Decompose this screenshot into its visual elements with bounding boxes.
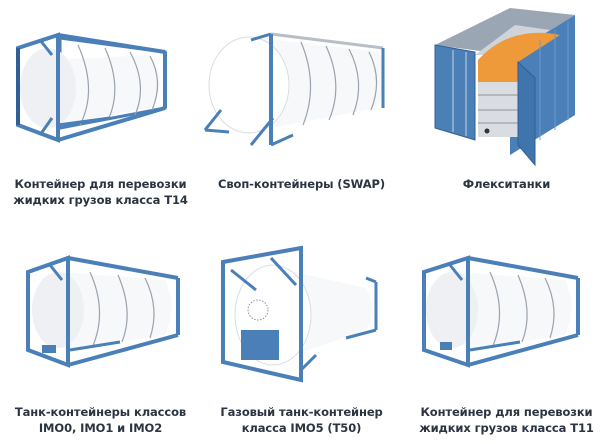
caption-line-1: Газовый танк-контейнер [220,405,383,419]
product-caption[interactable]: Контейнер для перевозки жидких грузов кл… [0,176,201,208]
caption-line-1: Танк-контейнеры классов [14,405,187,419]
gas-tank-container-icon [201,230,402,400]
product-caption[interactable]: Танк-контейнеры классов IMO0, IMO1 и IMO… [0,404,201,436]
flexitank-icon [410,0,603,170]
tank-container-t14-icon [0,0,201,170]
product-card-flexitank[interactable]: Флекситанки [410,0,603,210]
caption-line-1: Своп-контейнеры (SWAP) [218,177,385,191]
tank-container-imo-icon [0,230,201,400]
product-caption[interactable]: Своп-контейнеры (SWAP) [201,176,402,192]
swap-container-icon [201,0,402,170]
caption-line-2: жидких грузов класса Т14 [13,193,188,207]
caption-line-1: Флекситанки [462,177,551,191]
product-card-swap[interactable]: Своп-контейнеры (SWAP) [201,0,402,210]
caption-line-2: класса IMO5 (T50) [241,421,362,435]
product-card-t14[interactable]: Контейнер для перевозки жидких грузов кл… [0,0,201,210]
product-card-t11[interactable]: Контейнер для перевозки жидких грузов кл… [410,230,603,444]
caption-line-1: Контейнер для перевозки [420,405,593,419]
caption-line-1: Контейнер для перевозки [14,177,187,191]
product-caption[interactable]: Газовый танк-контейнер класса IMO5 (T50) [201,404,402,436]
product-card-gas[interactable]: Газовый танк-контейнер класса IMO5 (T50) [201,230,402,444]
caption-line-2: жидких грузов класса Т11 [419,421,594,435]
product-caption[interactable]: Контейнер для перевозки жидких грузов кл… [410,404,603,436]
caption-line-2: IMO0, IMO1 и IMO2 [38,421,163,435]
product-card-imo[interactable]: Танк-контейнеры классов IMO0, IMO1 и IMO… [0,230,201,444]
product-caption[interactable]: Флекситанки [410,176,603,192]
tank-container-t11-icon [410,230,603,400]
